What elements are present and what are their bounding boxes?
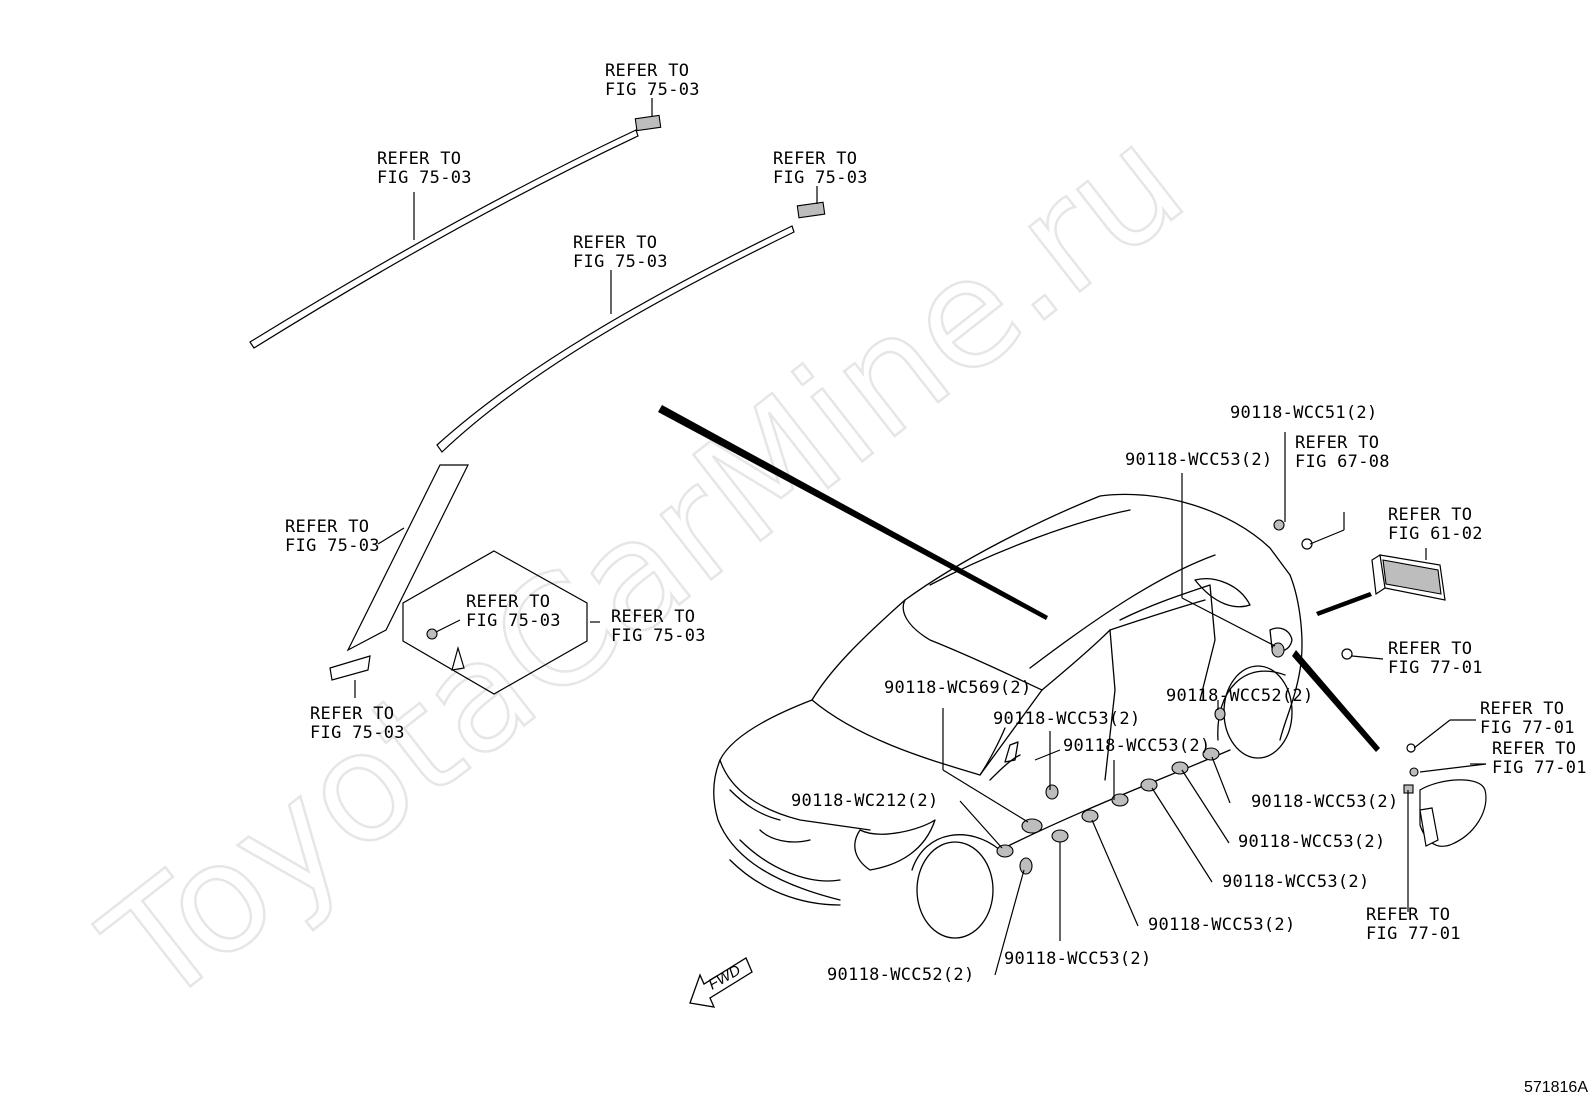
- refer-label-e-fig[interactable]: FIG 75-03: [285, 536, 380, 556]
- detail-piece-icon[interactable]: [451, 645, 465, 671]
- pillar-moulding[interactable]: [346, 464, 469, 652]
- roof-moulding-lower[interactable]: [436, 225, 795, 453]
- ring-fig77-icon: [1341, 648, 1353, 660]
- part-label-wc569[interactable]: 90118-WC569(2): [884, 678, 1032, 698]
- refer-label-n[interactable]: REFER TO: [1366, 905, 1450, 925]
- part-label-wcc53-e[interactable]: 90118-WCC53(2): [1148, 915, 1296, 935]
- part-label-wcc53-d[interactable]: 90118-WCC53(2): [1222, 872, 1370, 892]
- part-label-wcc51[interactable]: 90118-WCC51(2): [1230, 403, 1378, 423]
- refer-label-e[interactable]: REFER TO: [285, 517, 369, 537]
- moulding-clip-upper[interactable]: [634, 114, 662, 132]
- refer-label-j-fig[interactable]: FIG 61-02: [1388, 524, 1483, 544]
- part-leader-lines: [942, 432, 1487, 976]
- pointer-arrow-right: [1292, 650, 1380, 752]
- part-number-labels: 90118-WCC51(2) 90118-WCC53(2) 90118-WC56…: [791, 403, 1399, 985]
- part-label-wcc53-c[interactable]: 90118-WCC53(2): [1238, 832, 1386, 852]
- pillar-end-piece[interactable]: [329, 655, 371, 681]
- moulding-clip-lower[interactable]: [796, 201, 826, 219]
- refer-label-g-fig[interactable]: FIG 75-03: [611, 626, 706, 646]
- pointer-arrow-left: [658, 405, 1048, 620]
- refer-label-d-fig[interactable]: FIG 75-03: [573, 252, 668, 272]
- module-box-icon[interactable]: [1371, 554, 1446, 601]
- refer-label-b-fig[interactable]: FIG 75-03: [377, 168, 472, 188]
- sill-clips[interactable]: [996, 642, 1285, 875]
- part-label-wcc53-top[interactable]: 90118-WCC53(2): [1125, 450, 1273, 470]
- pointer-arrow-ecu: [1316, 592, 1372, 616]
- refer-label-h-fig[interactable]: FIG 75-03: [310, 723, 405, 743]
- refer-label-l[interactable]: REFER TO: [1480, 699, 1564, 719]
- refer-label-a-fig[interactable]: FIG 75-03: [605, 80, 700, 100]
- roof-moulding-upper[interactable]: [249, 129, 639, 349]
- refer-label-f-fig[interactable]: FIG 75-03: [466, 611, 561, 631]
- part-label-wcc53-b[interactable]: 90118-WCC53(2): [1251, 792, 1399, 812]
- refer-label-c-fig[interactable]: FIG 75-03: [773, 168, 868, 188]
- fuel-lid-icon[interactable]: [1403, 743, 1487, 847]
- refer-label-c[interactable]: REFER TO: [773, 149, 857, 169]
- refer-label-i-fig[interactable]: FIG 67-08: [1295, 452, 1390, 472]
- illustration-id: 571816A: [1524, 1079, 1588, 1096]
- ring-fig67-icon: [1301, 538, 1313, 550]
- refer-label-m-fig[interactable]: FIG 77-01: [1492, 758, 1587, 778]
- detail-hexagon: [402, 550, 588, 695]
- refer-labels: REFER TO FIG 75-03 REFER TO FIG 75-03 RE…: [285, 61, 1587, 944]
- part-label-wc212[interactable]: 90118-WC212(2): [791, 791, 939, 811]
- part-label-wcc53-f[interactable]: 90118-WCC53(2): [1004, 949, 1152, 969]
- refer-label-a[interactable]: REFER TO: [605, 61, 689, 81]
- refer-label-m[interactable]: REFER TO: [1492, 739, 1576, 759]
- part-label-wcc53-a[interactable]: 90118-WCC53(2): [1063, 736, 1211, 756]
- refer-label-d[interactable]: REFER TO: [573, 233, 657, 253]
- refer-label-b[interactable]: REFER TO: [377, 149, 461, 169]
- refer-label-i[interactable]: REFER TO: [1295, 433, 1379, 453]
- part-label-wcc53-mid[interactable]: 90118-WCC53(2): [993, 709, 1141, 729]
- refer-label-n-fig[interactable]: FIG 77-01: [1366, 924, 1461, 944]
- clip-wcc51-icon[interactable]: [1273, 519, 1285, 531]
- refer-label-l-fig[interactable]: FIG 77-01: [1480, 718, 1575, 738]
- refer-label-g[interactable]: REFER TO: [611, 607, 695, 627]
- refer-label-k[interactable]: REFER TO: [1388, 639, 1472, 659]
- refer-label-h[interactable]: REFER TO: [310, 704, 394, 724]
- part-label-wcc52-left[interactable]: 90118-WCC52(2): [827, 965, 975, 985]
- part-label-wcc52-right[interactable]: 90118-WCC52(2): [1166, 686, 1314, 706]
- detail-clip-icon[interactable]: [426, 628, 438, 640]
- refer-label-k-fig[interactable]: FIG 77-01: [1388, 658, 1483, 678]
- refer-label-f[interactable]: REFER TO: [466, 592, 550, 612]
- fwd-arrow-icon: FWD: [689, 957, 753, 1008]
- refer-label-j[interactable]: REFER TO: [1388, 505, 1472, 525]
